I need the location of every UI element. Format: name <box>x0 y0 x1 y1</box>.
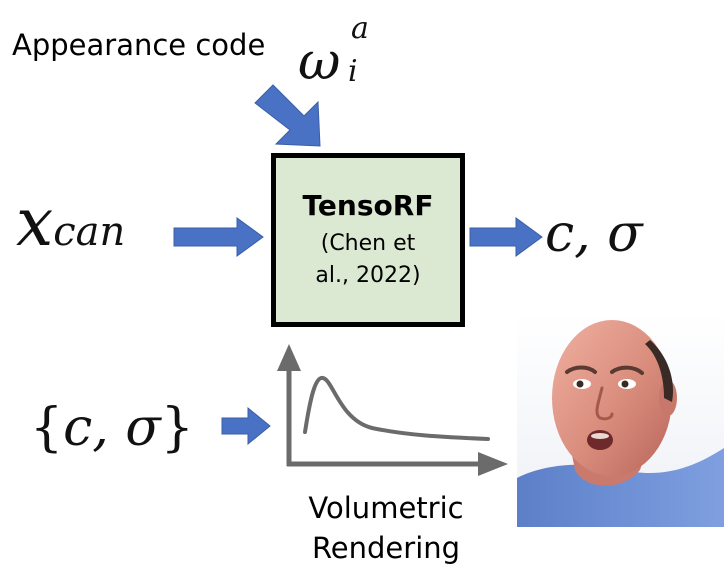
appearance-arrow-icon <box>254 84 321 147</box>
set-close-brace: } <box>160 398 194 458</box>
appearance-code-label: Appearance code <box>12 28 266 62</box>
tensorf-model-box: TensoRF (Chen et al., 2022) <box>271 153 465 327</box>
sample-set-label: {c, σ} <box>30 402 194 454</box>
input-symbol: x <box>16 184 54 261</box>
sample-arrow-icon <box>221 406 271 446</box>
model-title: TensoRF <box>302 188 434 222</box>
output-arrow-icon <box>469 217 543 257</box>
set-content: c, σ <box>63 398 161 458</box>
volumetric-label-line2: Rendering <box>311 531 461 565</box>
omega-symbol: ω <box>298 32 341 92</box>
plot-density-curve <box>303 376 490 441</box>
plot-y-axis-arrowhead-icon <box>277 344 301 371</box>
input-subscript: can <box>53 209 126 255</box>
model-citation-line1: (Chen et <box>320 230 416 256</box>
set-open-brace: { <box>30 398 64 458</box>
omega-superscript: a <box>351 11 369 46</box>
omega-subscript: i <box>348 54 358 89</box>
model-citation-line2: al., 2022) <box>315 262 421 288</box>
volumetric-rendering-plot <box>277 344 508 476</box>
volumetric-rendering-label: Volumetric Rendering <box>296 488 476 568</box>
input-arrow-icon <box>173 217 264 257</box>
output-c-sigma-label: c, σ <box>545 204 643 264</box>
rendered-face-photo <box>517 312 724 527</box>
input-x-can-label: xcan <box>16 190 125 256</box>
volumetric-label-line1: Volumetric <box>308 491 464 525</box>
plot-x-axis-arrowhead-icon <box>478 452 508 476</box>
